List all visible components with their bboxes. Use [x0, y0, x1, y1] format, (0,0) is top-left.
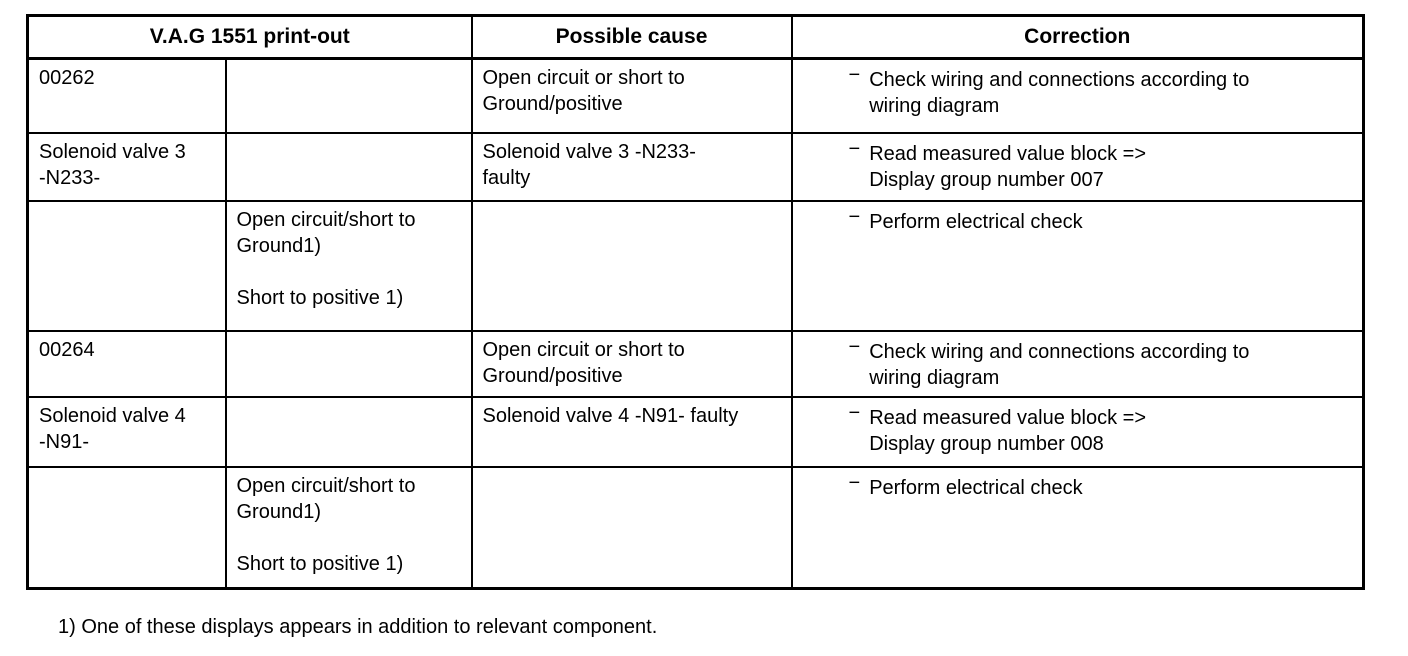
cell-correction: − Perform electrical check	[790, 199, 1365, 332]
cell-correction: − Read measured value block => Display g…	[790, 131, 1365, 202]
cell-fault-sub	[224, 329, 473, 398]
correction-item: − Perform electrical check	[849, 472, 1353, 501]
correction-text: Perform electrical check	[869, 476, 1083, 499]
cell-correction: − Check wiring and connections according…	[790, 329, 1365, 398]
cell-fault-code: Solenoid valve 3 -N233-	[26, 131, 227, 202]
cell-correction: − Check wiring and connections according…	[790, 57, 1365, 134]
dash-bullet: −	[848, 471, 861, 494]
footnote: 1) One of these displays appears in addi…	[58, 616, 658, 638]
correction-text: Check wiring and connections according t…	[869, 340, 1250, 389]
cell-fault-sub: Open circuit/short to Ground1) Short to …	[224, 199, 473, 332]
table-row-00264: 00264 Open circuit or short to Ground/po…	[26, 329, 1365, 398]
cell-fault-code: 00264	[26, 329, 227, 398]
cell-fault-code: 00262	[26, 57, 227, 134]
column-header-correction: Correction	[790, 14, 1365, 60]
correction-item: − Perform electrical check	[849, 206, 1353, 235]
table-row-00262: 00262 Open circuit or short to Ground/po…	[26, 57, 1365, 134]
cell-fault-sub	[224, 395, 473, 468]
table-row-electrical-check-4: Open circuit/short to Ground1) Short to …	[26, 465, 1365, 590]
cell-correction: − Read measured value block => Display g…	[790, 395, 1365, 468]
correction-text: Read measured value block => Display gro…	[869, 406, 1147, 455]
cell-fault-code: Solenoid valve 4 -N91-	[26, 395, 227, 468]
correction-item: − Read measured value block => Display g…	[849, 402, 1353, 457]
cell-possible-cause: Open circuit or short to Ground/positive	[470, 57, 793, 134]
column-header-printout: V.A.G 1551 print-out	[26, 14, 473, 60]
table-header-row: V.A.G 1551 print-out Possible cause Corr…	[26, 14, 1365, 60]
correction-text: Check wiring and connections according t…	[869, 69, 1250, 117]
cell-possible-cause: Open circuit or short to Ground/positive	[470, 329, 793, 398]
cell-possible-cause: Solenoid valve 4 -N91- faulty	[470, 395, 793, 468]
cell-fault-code	[26, 465, 227, 590]
dash-bullet: −	[848, 64, 861, 86]
fault-table: V.A.G 1551 print-out Possible cause Corr…	[26, 14, 1365, 590]
cell-possible-cause	[470, 199, 793, 332]
cell-fault-sub: Open circuit/short to Ground1) Short to …	[224, 465, 473, 590]
dash-bullet: −	[848, 335, 861, 358]
correction-text: Perform electrical check	[869, 210, 1083, 233]
table-row-electrical-check-3: Open circuit/short to Ground1) Short to …	[26, 199, 1365, 332]
correction-item: − Check wiring and connections according…	[849, 336, 1353, 391]
cell-fault-sub	[224, 57, 473, 134]
table-row-solenoid-valve-3: Solenoid valve 3 -N233- Solenoid valve 3…	[26, 131, 1365, 202]
dash-bullet: −	[848, 137, 861, 160]
cell-possible-cause: Solenoid valve 3 -N233- faulty	[470, 131, 793, 202]
cell-correction: − Perform electrical check	[790, 465, 1365, 590]
correction-text: Read measured value block => Display gro…	[869, 142, 1147, 191]
correction-item: − Read measured value block => Display g…	[849, 138, 1353, 193]
column-header-possible-cause: Possible cause	[470, 14, 793, 60]
dash-bullet: −	[848, 205, 861, 228]
cell-fault-code	[26, 199, 227, 332]
cell-fault-sub	[224, 131, 473, 202]
cell-possible-cause	[470, 465, 793, 590]
correction-item: − Check wiring and connections according…	[849, 64, 1353, 119]
dash-bullet: −	[848, 401, 861, 424]
table-row-solenoid-valve-4: Solenoid valve 4 -N91- Solenoid valve 4 …	[26, 395, 1365, 468]
